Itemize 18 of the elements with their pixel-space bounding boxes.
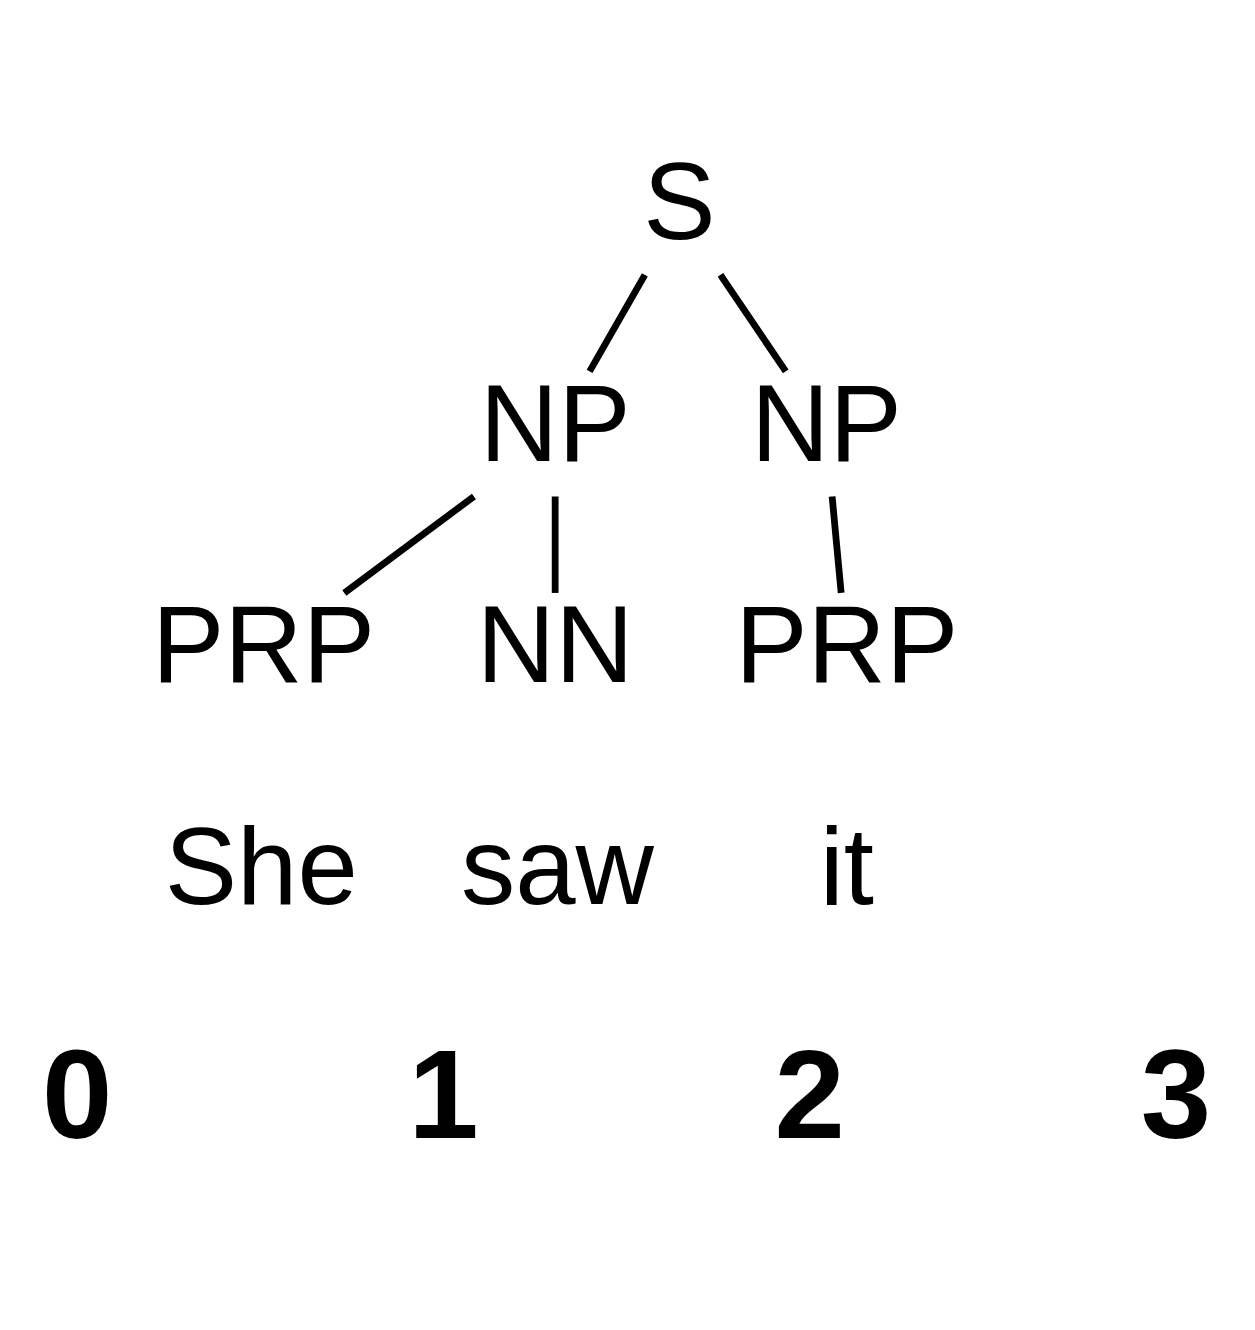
label: saw (460, 805, 654, 927)
node-text: NP (479, 362, 631, 484)
node-text: S (643, 140, 716, 262)
connector (342, 493, 476, 596)
label: it (819, 805, 874, 927)
label: 3 (1140, 1022, 1212, 1165)
node-text: NP (751, 362, 902, 484)
connector (551, 496, 559, 593)
connector (586, 272, 648, 373)
connector (717, 272, 789, 373)
connector (828, 495, 845, 593)
label: 0 (41, 1022, 113, 1165)
node-text: PRP (735, 583, 959, 705)
label: 2 (774, 1022, 845, 1165)
label: 1 (408, 1022, 479, 1165)
node-text: PRP (151, 583, 376, 705)
node-text: NN (476, 583, 634, 705)
label: She (164, 805, 358, 927)
